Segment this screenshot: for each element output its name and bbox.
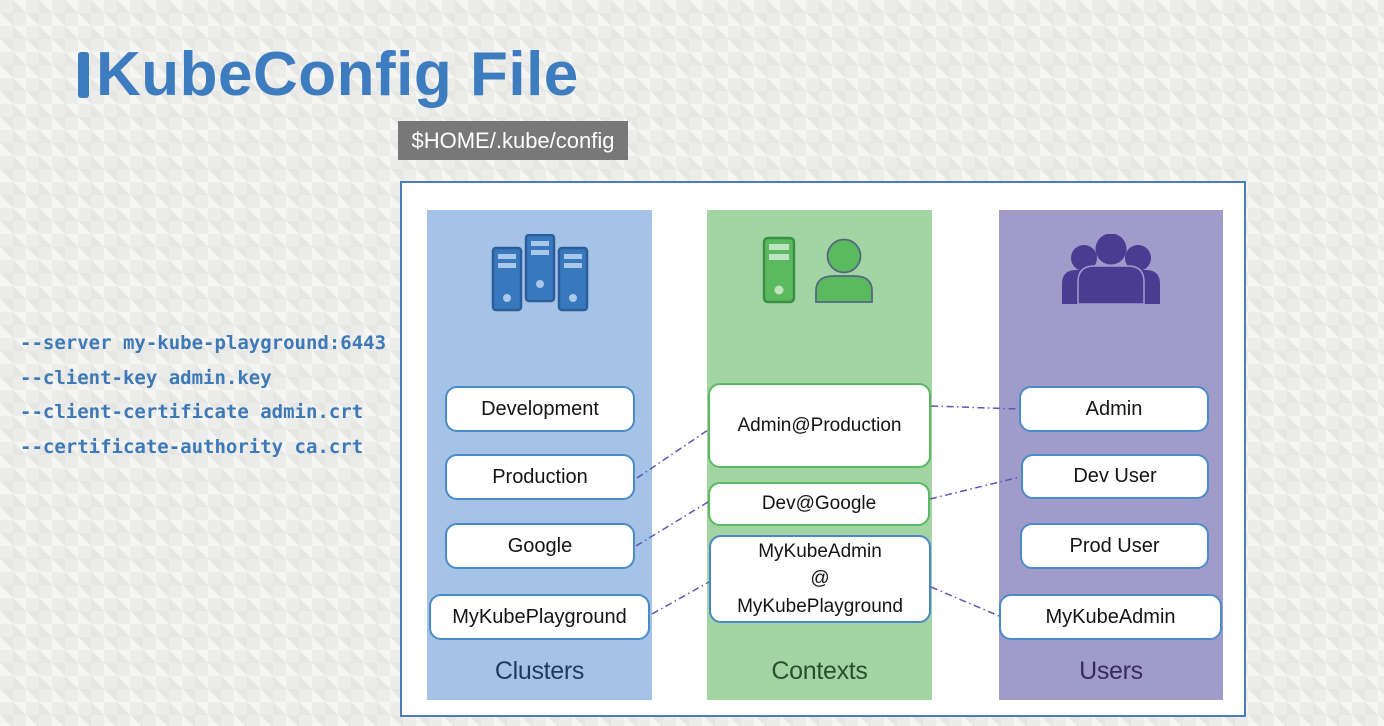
column-users: Admin Dev User Prod User MyKubeAdmin Use…: [999, 210, 1223, 700]
user-item-admin: Admin: [1019, 386, 1209, 432]
clusters-column-label: Clusters: [494, 657, 585, 685]
cluster-item-production: Production: [445, 454, 635, 500]
cluster-item-google: Google: [445, 523, 635, 569]
connection-context-mykubeadmin: [930, 586, 1000, 617]
people-group-icon: [999, 234, 1223, 304]
kubeconfig-diagram: Development Production Google MyKubePlay…: [400, 181, 1246, 717]
server-user-icon: [707, 234, 932, 312]
context-item-mykubeadmin-mykubeplayground: MyKubeAdmin @ MyKubePlayground: [709, 535, 931, 623]
context-item-line2: @: [810, 568, 830, 590]
context-item-dev-google: Dev@Google: [708, 482, 930, 526]
context-item-line3: MyKubePlayground: [737, 595, 903, 617]
title-accent-bar: [78, 52, 89, 98]
cluster-item-mykubeplayground: MyKubePlayground: [429, 594, 650, 640]
user-item-prod-user: Prod User: [1020, 523, 1209, 569]
page-title-row: KubeConfig File: [78, 44, 579, 106]
connection-mykubeplayground-context: [651, 581, 710, 615]
cli-line-client-certificate: --client-certificate admin.crt: [20, 401, 364, 423]
cli-line-certificate-authority: --certificate-authority ca.crt: [20, 435, 364, 458]
cli-line-server: --server my-kube-playground:6443: [20, 332, 387, 354]
cluster-item-development: Development: [445, 386, 635, 432]
cli-line-client-key: --client-key admin.key: [20, 366, 272, 389]
user-item-mykubeadmin: MyKubeAdmin: [999, 594, 1222, 640]
server-rack-icon: [427, 234, 652, 312]
cli-flags-block: --server my-kube-playground:6443 --clien…: [20, 326, 386, 464]
column-contexts: Admin@Production Dev@Google MyKubeAdmin …: [707, 210, 932, 700]
contexts-column-label: Contexts: [771, 657, 868, 685]
context-item-line1: MyKubeAdmin: [758, 540, 882, 562]
context-item-admin-production: Admin@Production: [708, 383, 931, 468]
column-clusters: Development Production Google MyKubePlay…: [427, 210, 652, 700]
page-title: KubeConfig File: [96, 40, 579, 109]
kubeconfig-path-badge: $HOME/.kube/config: [398, 121, 628, 160]
users-column-label: Users: [1079, 657, 1143, 685]
user-item-dev-user: Dev User: [1021, 454, 1209, 499]
